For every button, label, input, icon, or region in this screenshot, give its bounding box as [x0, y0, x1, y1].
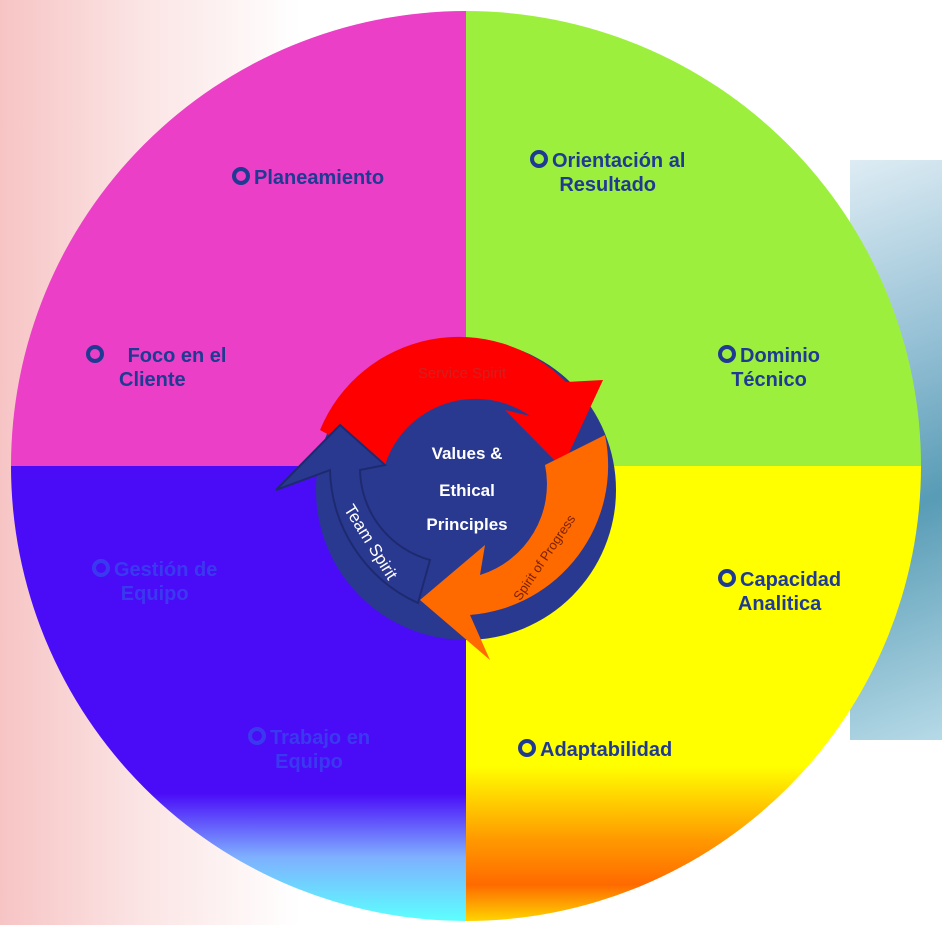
bullet-icon	[232, 167, 250, 185]
bullet-icon	[718, 569, 736, 587]
bullet-icon	[92, 559, 110, 577]
quadrant-top-right	[466, 11, 921, 466]
bullet-icon	[718, 345, 736, 363]
bullet-icon	[518, 739, 536, 757]
service-spirit-arrow	[320, 336, 603, 468]
label-planeamiento: Planeamiento	[232, 166, 384, 190]
label-orientacion-al-resultado: Orientación al Resultado	[530, 149, 685, 197]
quadrant-top-left	[11, 11, 466, 466]
bullet-icon	[248, 727, 266, 745]
label-capacidad-analitica: Capacidad Analitica	[718, 568, 841, 616]
label-foco-en-el-cliente: Foco en el Cliente	[86, 344, 226, 392]
center-title-line2: Ethical	[439, 481, 495, 500]
center-title-line3: Principles	[426, 515, 508, 534]
team-spirit-arrow	[275, 423, 432, 605]
center-title-line1: Values &	[431, 444, 503, 463]
label-dominio-tecnico: Dominio Técnico	[718, 344, 820, 392]
service-spirit-label: Service Spirit	[418, 365, 507, 382]
label-trabajo-en-equipo: Trabajo en Equipo	[248, 726, 370, 774]
label-adaptabilidad: Adaptabilidad	[518, 738, 672, 762]
bullet-icon	[530, 150, 548, 168]
spirit-of-progress-arrow	[420, 435, 609, 660]
label-gestion-de-equipo: Gestión de Equipo	[92, 558, 217, 606]
bullet-icon	[86, 345, 104, 363]
